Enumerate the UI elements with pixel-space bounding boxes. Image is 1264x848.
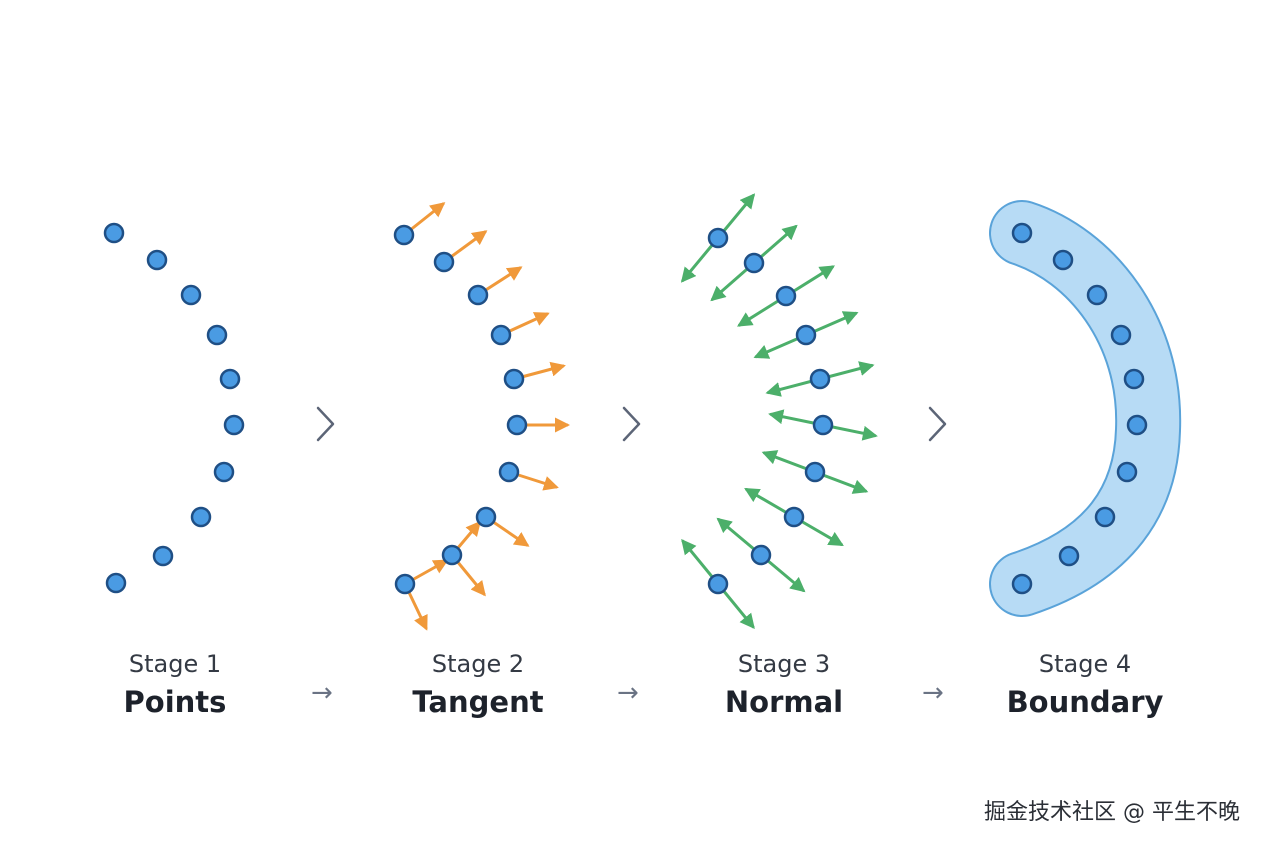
stage-2-caption: Stage 2 Tangent <box>348 650 608 720</box>
stage-4-point <box>1116 461 1138 483</box>
chevron-right-icon <box>316 406 335 442</box>
stage-3-point <box>743 252 765 274</box>
stage-1-point <box>223 414 245 436</box>
stage-4-point <box>1052 249 1074 271</box>
stage-3-point <box>809 368 831 390</box>
stage-4-point <box>1058 545 1080 567</box>
stage-3-caption: Stage 3 Normal <box>654 650 914 720</box>
stage-number: Stage 1 <box>128 650 222 678</box>
stage-number: Stage 3 <box>737 650 831 678</box>
arrow-right-icon: → <box>617 678 639 708</box>
stage-4-point <box>1094 506 1116 528</box>
stage-3-point <box>812 414 834 436</box>
stage-1-point <box>206 324 228 346</box>
tangent-vectors <box>402 202 570 631</box>
stage-name: Points <box>123 685 227 719</box>
stage-1-point <box>152 545 174 567</box>
stage-name: Tangent <box>412 685 544 719</box>
stage-3-point <box>750 544 772 566</box>
stage-1-point <box>103 222 125 244</box>
stage-4-point <box>1126 414 1148 436</box>
arrow-right-icon: → <box>311 678 333 708</box>
stage-1-point <box>180 284 202 306</box>
stage-3-point <box>804 461 826 483</box>
stage-2-point <box>490 324 512 346</box>
boundary-band-fill <box>991 202 1180 615</box>
stage-3-point <box>775 285 797 307</box>
stage-3-point <box>795 324 817 346</box>
stage-2-point <box>393 224 415 246</box>
chevron-right-icon <box>622 406 641 442</box>
stage-1-point <box>213 461 235 483</box>
stage-2-point <box>475 506 497 528</box>
stage-name: Boundary <box>1006 685 1164 719</box>
stage-2-point <box>394 573 416 595</box>
arrow-right-icon: → <box>922 678 944 708</box>
normal-vectors <box>680 193 878 629</box>
stage-2-point <box>503 368 525 390</box>
stage-1-point <box>146 249 168 271</box>
stage-4-point <box>1123 368 1145 390</box>
stage-3-point <box>707 227 729 249</box>
watermark: 掘金技术社区 @ 平生不晚 <box>984 800 1240 825</box>
sample-points <box>103 222 1148 595</box>
stage-2-point <box>498 461 520 483</box>
stage-1-point <box>105 572 127 594</box>
stage-number: Stage 2 <box>431 650 525 678</box>
stage-2-point <box>433 251 455 273</box>
stage-4-point <box>1011 222 1033 244</box>
stage-2-point <box>467 284 489 306</box>
stage-4-point <box>1110 324 1132 346</box>
stage-1-point <box>219 368 241 390</box>
stage-3-point <box>707 573 729 595</box>
stage-4-caption: Stage 4 Boundary <box>955 650 1215 720</box>
stage-1-caption: Stage 1 Points <box>45 650 305 720</box>
stage-2-point <box>441 544 463 566</box>
stage-4-point <box>1011 573 1033 595</box>
stage-name: Normal <box>724 685 844 719</box>
stage-2-point <box>506 414 528 436</box>
stage-1-point <box>190 506 212 528</box>
chevron-right-icon <box>928 406 947 442</box>
stage-4-point <box>1086 284 1108 306</box>
stage-3-point <box>783 506 805 528</box>
stage-number: Stage 4 <box>1038 650 1132 678</box>
